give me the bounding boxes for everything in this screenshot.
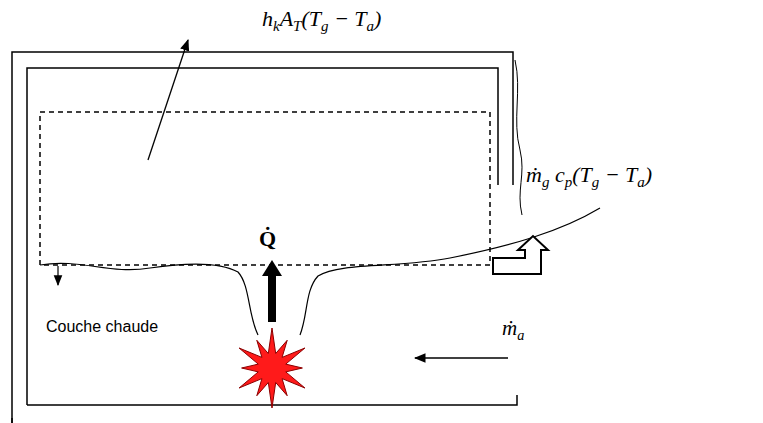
layer-descent-arrow [57, 266, 58, 285]
subscript: g [542, 174, 549, 190]
heat-release-arrow [262, 260, 282, 322]
subscript: k [273, 18, 280, 34]
outer-wall [12, 52, 513, 423]
plume-left-edge [40, 263, 258, 335]
symbol-text: c [549, 162, 564, 187]
subscript: a [637, 174, 644, 190]
symbol-text: Couche chaude [46, 318, 158, 335]
plume-right-edge [300, 208, 600, 335]
subscript: g [592, 174, 599, 190]
convective-loss-formula: hkAT(Tg − Ta) [262, 6, 381, 36]
subscript: T [293, 18, 301, 34]
hot-layer-label: Couche chaude [46, 318, 116, 336]
symbol-text: − T [599, 162, 637, 187]
symbol-text: h [262, 6, 273, 31]
symbol-text: (T [301, 6, 321, 31]
outflow-enthalpy-formula: ṁg cp(Tg − Ta) [526, 162, 652, 192]
inflow-symbol: ṁa [502, 316, 524, 344]
symbol-text: ) [374, 6, 381, 31]
symbol-text: A [280, 6, 293, 31]
symbol-text: (T [572, 162, 592, 187]
fire-symbol [239, 328, 305, 408]
inflow-arrow [415, 357, 508, 358]
symbol-text: ) [645, 162, 652, 187]
control-volume [40, 112, 490, 265]
symbol-text: Q̇ [259, 226, 276, 251]
wall-stub [11, 418, 13, 423]
subscript: a [517, 327, 524, 343]
subscript: g [321, 18, 328, 34]
outflow-arrow [493, 236, 548, 274]
subscript: a [367, 18, 374, 34]
heat-release-symbol: Q̇ [259, 226, 276, 251]
outflow-line [515, 60, 522, 215]
symbol-text: − T [328, 6, 366, 31]
symbol-text: ṁ [502, 316, 517, 340]
subscript: p [565, 174, 572, 190]
symbol-text: ṁ [526, 162, 542, 187]
heat-loss-arrow [148, 40, 188, 160]
fire-star [239, 328, 305, 408]
